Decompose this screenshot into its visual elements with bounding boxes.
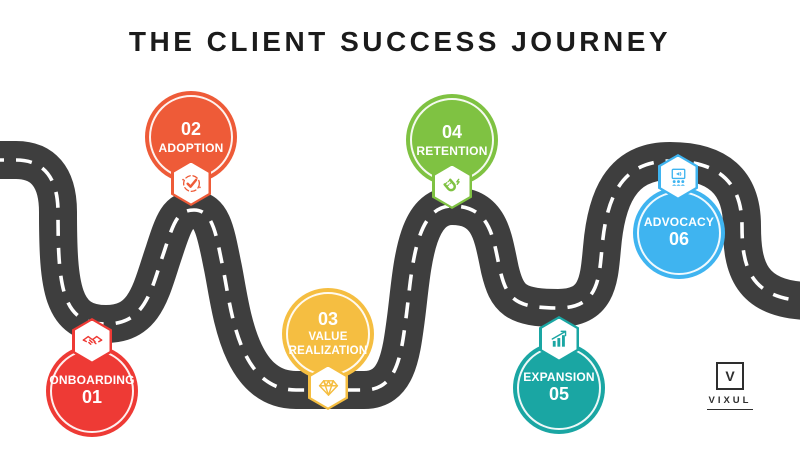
milestone-number: 02: [180, 119, 202, 139]
milestone-badge: [658, 154, 698, 200]
magnet-icon: [442, 178, 460, 191]
growth-chart-icon: [551, 330, 566, 347]
handshake-icon: [82, 335, 102, 345]
milestone-label: RETENTION: [416, 143, 488, 158]
milestone-badge: [539, 316, 579, 362]
check-circle-icon: [181, 174, 201, 192]
logo-mark: V: [716, 362, 744, 390]
milestone-label: ONBOARDING: [49, 373, 135, 387]
milestone-number: 04: [441, 122, 463, 142]
milestone-badge: [171, 160, 211, 206]
milestone-circle: ADVOCACY 06: [633, 187, 725, 279]
milestone-number: 05: [548, 384, 570, 405]
milestone-label: EXPANSION: [523, 370, 595, 384]
milestone-number: 03: [317, 309, 339, 330]
logo-text: VIXUL: [706, 395, 754, 410]
milestone-label: ADOPTION: [158, 140, 224, 155]
page-title: THE CLIENT SUCCESS JOURNEY: [128, 26, 672, 57]
milestone-number: 06: [668, 229, 690, 250]
milestone-label-line2: REALIZATION: [288, 344, 368, 357]
diamond-icon: [318, 379, 338, 396]
brand-logo: V VIXUL: [702, 362, 758, 410]
road-center-line: [0, 158, 800, 392]
milestone-label: ADVOCACY: [643, 215, 715, 229]
milestone-number: 01: [81, 387, 103, 408]
milestone-badge: [308, 364, 348, 410]
referral-icon: [671, 168, 685, 186]
logo-letter: V: [725, 368, 735, 384]
milestone-circle: 02 ADOPTION: [145, 91, 237, 183]
milestone-label-line1: VALUE: [308, 331, 348, 343]
